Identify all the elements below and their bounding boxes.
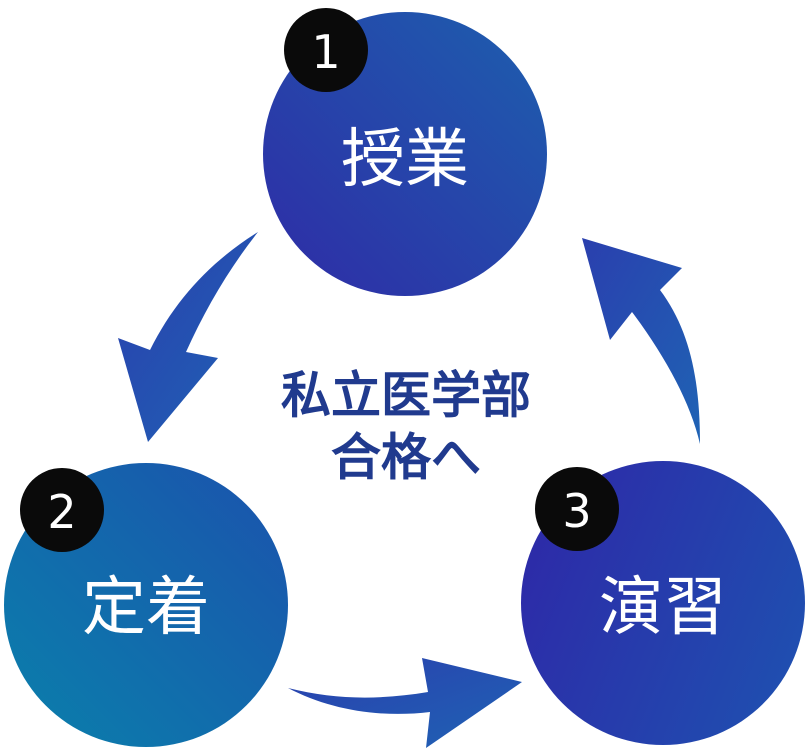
step-3-label: 演習 (599, 571, 727, 645)
arrow-top-to-left (118, 232, 258, 442)
arrow-left-to-right (288, 658, 522, 748)
center-message: 私立医学部 合格へ (281, 366, 531, 487)
step-2-number: 2 (47, 485, 76, 539)
center-line-2: 合格へ (331, 428, 481, 487)
step-1-badge: 1 (284, 8, 368, 92)
step-2-label: 定着 (82, 571, 210, 645)
step-1-number: 1 (311, 25, 340, 79)
step-2-badge: 2 (20, 468, 104, 552)
step-3-badge: 3 (535, 467, 619, 551)
arrow-right-to-top (582, 238, 700, 444)
center-line-1: 私立医学部 (281, 366, 531, 425)
step-1-label: 授業 (341, 123, 469, 197)
step-3-number: 3 (562, 484, 591, 538)
